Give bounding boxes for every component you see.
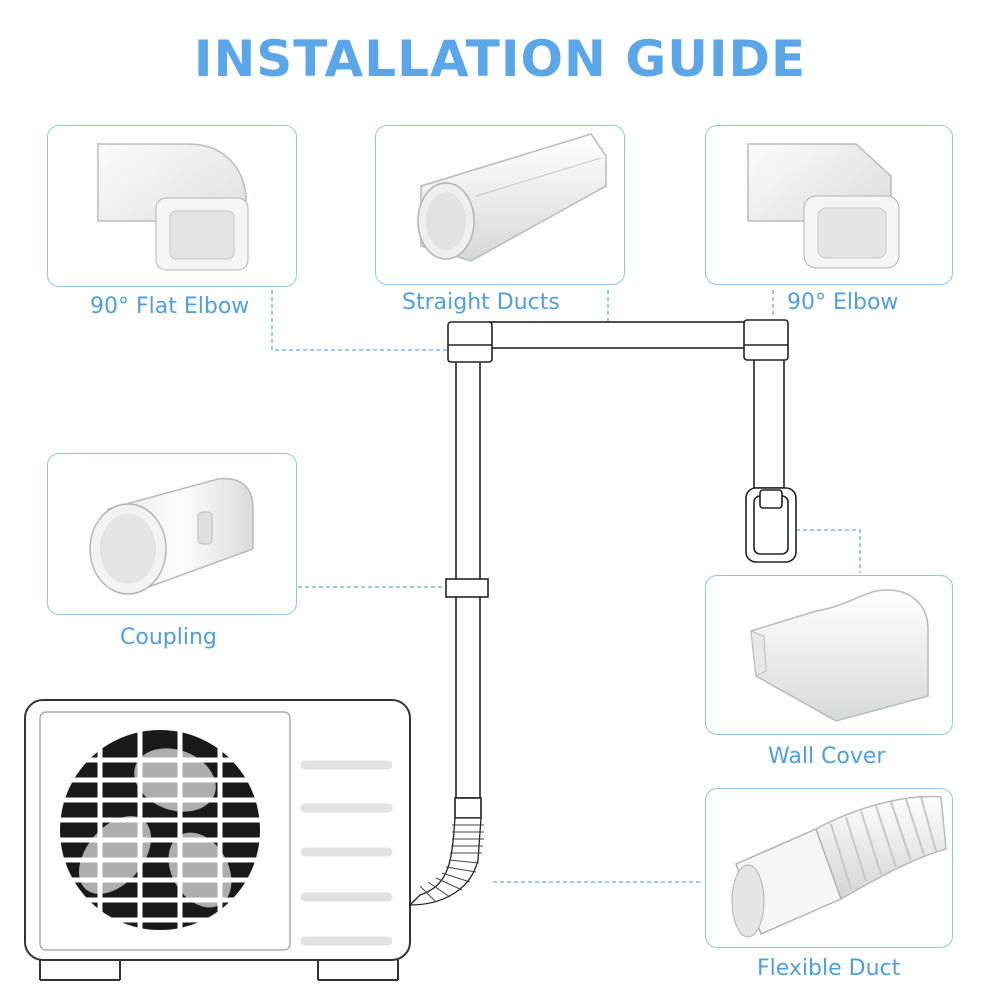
label-elbow: 90° Elbow	[787, 290, 899, 315]
elbow-icon	[747, 143, 900, 269]
flat-elbow-icon	[97, 143, 249, 271]
leader-wall-cover	[796, 529, 861, 573]
label-flat-elbow: 90° Flat Elbow	[90, 294, 250, 319]
flexible-hose	[408, 817, 484, 906]
card-elbow	[705, 125, 953, 285]
coupling-icon	[89, 477, 254, 595]
label-straight-ducts: Straight Ducts	[402, 290, 560, 315]
card-straight-ducts	[375, 125, 625, 285]
duct-run	[445, 319, 797, 819]
leader-lines	[271, 290, 861, 883]
wall-cover-icon	[750, 589, 929, 722]
straight-duct-icon	[417, 133, 607, 262]
label-flexible-duct: Flexible Duct	[757, 956, 901, 981]
page-title: INSTALLATION GUIDE	[193, 30, 807, 88]
card-flat-elbow	[47, 125, 297, 287]
flexible-duct-icon	[731, 795, 947, 938]
unit-vents	[300, 760, 393, 946]
fan-grille	[60, 725, 260, 935]
card-coupling	[47, 453, 297, 615]
label-wall-cover: Wall Cover	[768, 744, 886, 769]
leader-flat-elbow	[271, 290, 452, 351]
label-coupling: Coupling	[120, 625, 217, 650]
card-flexible-duct	[705, 788, 953, 948]
card-wall-cover	[705, 575, 953, 735]
